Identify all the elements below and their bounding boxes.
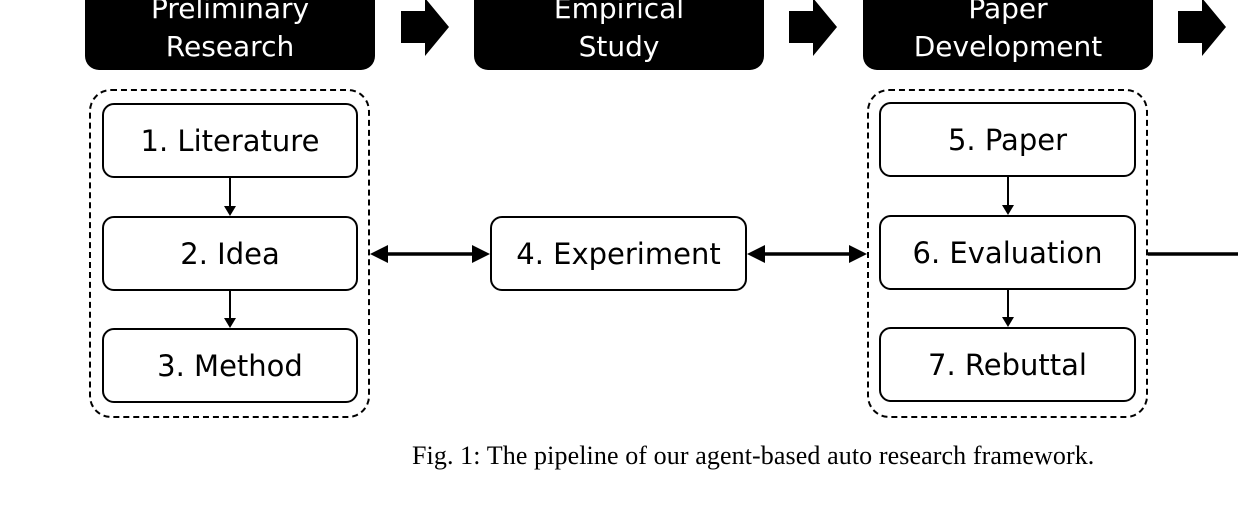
stage-header-preliminary-research: Preliminary Research: [85, 0, 375, 70]
stage-header-line1: Preliminary: [150, 0, 310, 25]
step-paper: 5. Paper: [879, 102, 1136, 177]
stage-header-line2: Development: [913, 30, 1103, 63]
step-label: 1. Literature: [140, 123, 320, 158]
step-method: 3. Method: [102, 328, 358, 403]
arrowhead: [849, 245, 867, 263]
stage-header-empirical-study: Empirical Study: [474, 0, 764, 70]
step-label: 5. Paper: [947, 122, 1068, 157]
step-label: 4. Experiment: [516, 236, 721, 271]
stage-header-paper-development: Paper Development: [863, 0, 1153, 70]
step-label: 3. Method: [157, 348, 303, 383]
stage-header-line2: Research: [165, 30, 295, 63]
stage-header-line2: Study: [578, 30, 660, 63]
stage-arrow-1: [401, 0, 449, 56]
step-rebuttal: 7. Rebuttal: [879, 327, 1136, 402]
stage-arrow-2: [789, 0, 837, 56]
arrowhead: [370, 245, 388, 263]
step-label: 7. Rebuttal: [928, 347, 1087, 382]
step-evaluation: 6. Evaluation: [879, 215, 1136, 290]
group-preliminary-research: [89, 89, 370, 418]
figure-caption: Fig. 1: The pipeline of our agent-based …: [412, 441, 1095, 470]
arrowhead: [747, 245, 765, 263]
step-literature: 1. Literature: [102, 103, 358, 178]
group-paper-development: [867, 89, 1148, 418]
stage-arrow-3: [1178, 0, 1226, 56]
step-label: 6. Evaluation: [912, 235, 1103, 270]
stage-header-line1: Empirical: [553, 0, 685, 25]
stage-header-line1: Paper: [968, 0, 1048, 25]
arrowhead: [472, 245, 490, 263]
step-idea: 2. Idea: [102, 216, 358, 291]
step-experiment: 4. Experiment: [490, 216, 747, 291]
step-label: 2. Idea: [180, 236, 280, 271]
